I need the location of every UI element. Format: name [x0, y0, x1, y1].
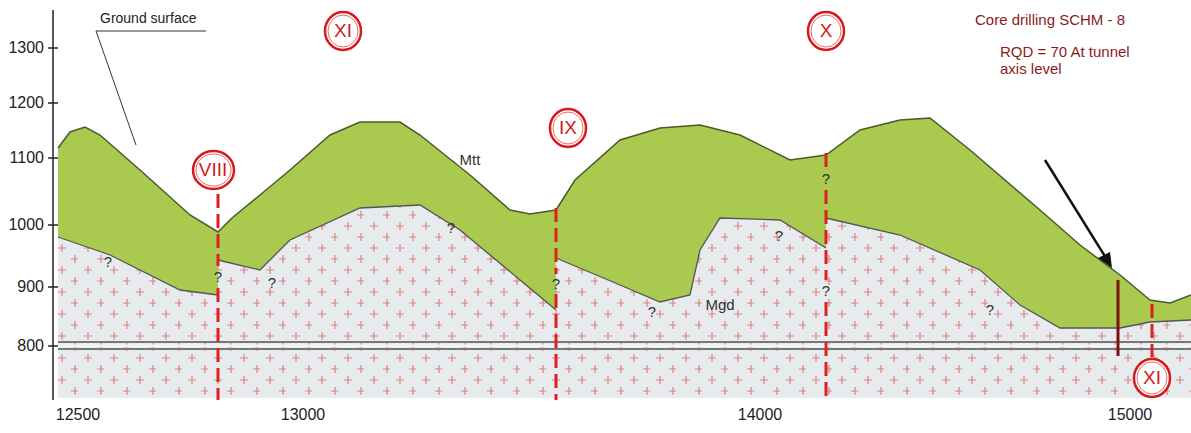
uncertain-mark: ?: [986, 301, 994, 318]
tunnel-line: [58, 342, 1191, 349]
text-label: Mtt: [460, 151, 481, 168]
uncertain-mark: ?: [648, 303, 656, 320]
ground-surface-line: [58, 118, 1191, 303]
fault-number: X: [806, 20, 846, 42]
callout-arrow: [1045, 160, 1112, 268]
fault-number: VIII: [191, 159, 236, 181]
contact-line: [58, 205, 1191, 328]
text-label: Ground surface: [100, 10, 197, 26]
text-label: 14000: [738, 406, 783, 424]
text-label: 15000: [1108, 406, 1153, 424]
uncertain-mark: ?: [775, 227, 783, 244]
text-label: Mgd: [705, 296, 734, 313]
text-label: Core drilling SCHM - 8: [975, 11, 1125, 28]
borehole: [1117, 280, 1120, 356]
text-label: 1200: [8, 94, 44, 112]
text-label: 12500: [56, 406, 101, 424]
uncertain-mark: ?: [447, 219, 455, 236]
text-label: 900: [17, 278, 44, 296]
fault-number: XI: [1132, 367, 1172, 389]
fault-number-circle: IX: [548, 107, 588, 149]
leader-line: [96, 31, 206, 145]
text-label: 1300: [8, 39, 44, 57]
fault-number: IX: [548, 117, 588, 139]
fault-number-circle: XI: [1132, 357, 1172, 399]
fault-number: XI: [323, 20, 363, 42]
axis: [48, 10, 58, 400]
text-label: 800: [17, 337, 44, 355]
text-label: 1000: [8, 216, 44, 234]
uncertain-mark: ?: [268, 274, 276, 291]
uncertain-mark: ?: [822, 170, 830, 187]
text-label: 13000: [281, 406, 326, 424]
mtt-layer: [58, 118, 1191, 328]
uncertain-mark: ?: [214, 268, 222, 285]
text-label: 1100: [10, 149, 44, 167]
fault-number-circle: VIII: [191, 149, 236, 191]
uncertain-mark: ?: [822, 282, 830, 299]
fault-line: [218, 153, 1152, 400]
fault-number-circle: XI: [323, 10, 363, 52]
fault-number-circle: X: [806, 10, 846, 52]
text-label: RQD = 70 At tunnel axis level: [1000, 43, 1150, 78]
uncertain-mark: ?: [552, 275, 560, 292]
uncertain-mark: ?: [104, 253, 112, 270]
